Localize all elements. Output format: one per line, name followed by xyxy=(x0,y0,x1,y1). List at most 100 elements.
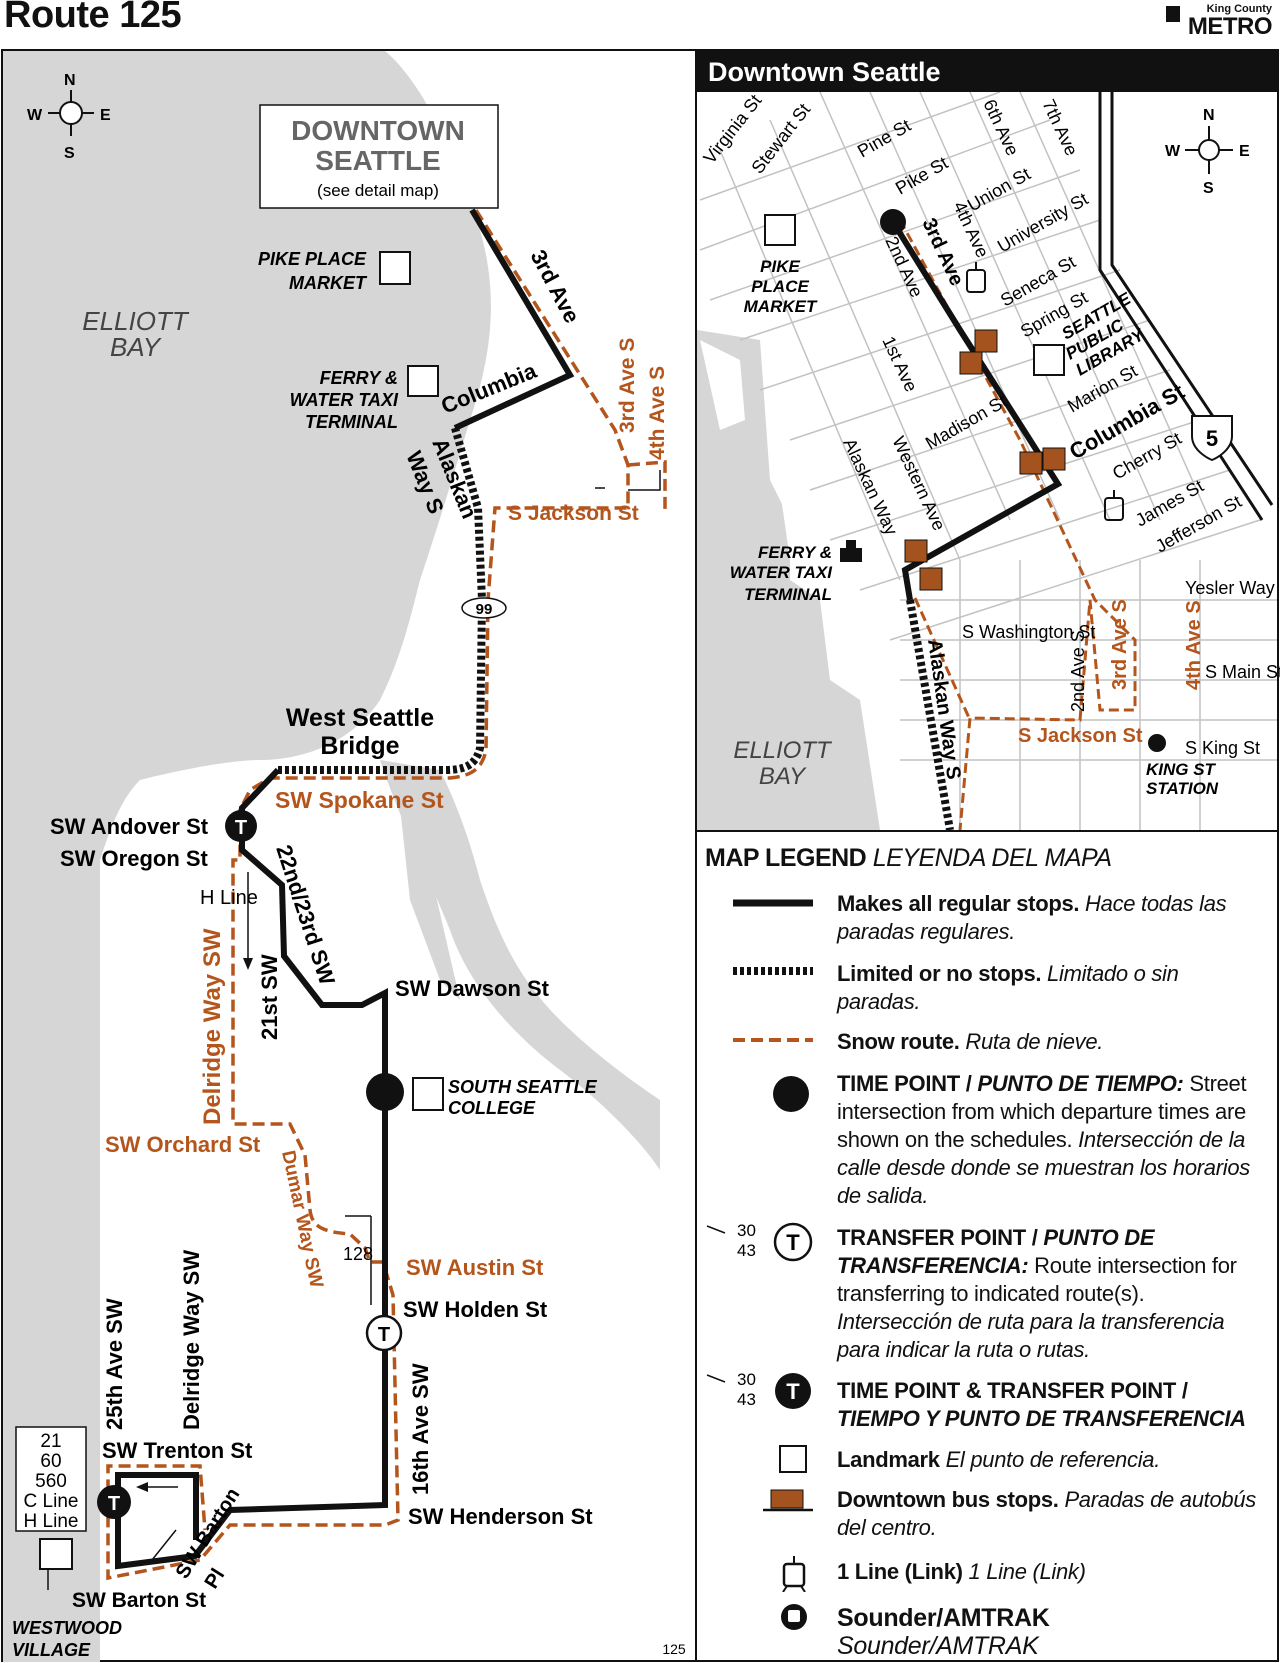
svg-text:W: W xyxy=(27,107,43,124)
svg-text:Yesler Way: Yesler Way xyxy=(1185,578,1275,598)
svg-text:4th Ave S: 4th Ave S xyxy=(1183,600,1205,690)
svg-text:SW Holden St: SW Holden St xyxy=(403,1297,548,1322)
svg-text:43: 43 xyxy=(737,1241,756,1260)
legend-link-rail-icon xyxy=(782,1556,806,1592)
legend-solid-line-icon xyxy=(733,899,813,907)
svg-text:30: 30 xyxy=(737,1221,756,1240)
svg-text:2nd Ave S: 2nd Ave S xyxy=(1068,630,1088,712)
legend-limited-line-icon xyxy=(733,967,813,975)
pike-place-landmark-icon xyxy=(379,251,411,285)
elliott-bay-label-1: ELLIOTT xyxy=(82,306,190,336)
svg-text:T: T xyxy=(235,817,247,839)
svg-text:60: 60 xyxy=(40,1451,61,1472)
svg-text:Madison St: Madison St xyxy=(922,391,1010,453)
legend-transfer-point-icon: 30 43 T xyxy=(706,1221,813,1262)
detail-time-point-icon xyxy=(880,209,906,235)
legend-item-transfer-point: TRANSFER POINT / PUNTO DE TRANSFERENCIA:… xyxy=(837,1225,1237,1362)
svg-text:25th Ave SW: 25th Ave SW xyxy=(102,1298,127,1430)
svg-text:PIKE PLACE: PIKE PLACE xyxy=(258,249,367,269)
svg-text:WESTWOOD: WESTWOOD xyxy=(12,1618,122,1638)
svg-text:FERRY &: FERRY & xyxy=(320,368,398,388)
interstate-5-shield: 5 xyxy=(1206,426,1218,451)
svg-text:FERRY &: FERRY & xyxy=(758,543,832,562)
svg-text:VILLAGE: VILLAGE xyxy=(12,1640,91,1660)
svg-text:43: 43 xyxy=(737,1390,756,1409)
legend-sounder-icon xyxy=(781,1604,807,1630)
svg-text:Delridge Way SW: Delridge Way SW xyxy=(179,1250,204,1430)
svg-text:S Main St: S Main St xyxy=(1205,662,1280,682)
svg-text:H Line: H Line xyxy=(200,887,258,909)
downtown-box-title-1: DOWNTOWN xyxy=(291,115,465,146)
svg-text:4th Ave S: 4th Ave S xyxy=(646,366,669,460)
legend-snow-line-icon xyxy=(733,1038,813,1042)
sounder-icon xyxy=(1148,734,1166,752)
svg-text:SW Barton St: SW Barton St xyxy=(72,1589,206,1612)
svg-text:E: E xyxy=(1239,143,1250,160)
svg-text:SW Austin St: SW Austin St xyxy=(406,1255,544,1280)
legend-item-landmark: Landmark El punto de referencia. xyxy=(837,1447,1161,1472)
crown-logo-icon xyxy=(1165,6,1180,22)
svg-text:ELLIOTT: ELLIOTT xyxy=(733,737,833,764)
legend-heading: MAP LEGEND LEYENDA DEL MAPA xyxy=(705,844,1112,872)
legend-time-transfer-point-icon: 30 43 T xyxy=(706,1370,811,1409)
svg-text:H Line: H Line xyxy=(24,1511,79,1532)
svg-text:S Jackson St: S Jackson St xyxy=(1018,725,1143,747)
svg-text:S King St: S King St xyxy=(1185,738,1260,758)
svg-text:MARKET: MARKET xyxy=(744,297,818,316)
svg-text:MARKET: MARKET xyxy=(289,273,368,293)
detail-snow-route xyxy=(898,219,1137,830)
legend-bus-stop-icon xyxy=(763,1489,813,1512)
svg-text:SW Henderson St: SW Henderson St xyxy=(408,1504,593,1529)
legend-item-bus-stops: Downtown bus stops. Paradas de autobús d… xyxy=(837,1487,1256,1540)
legend-item-time-point: TIME POINT / PUNTO DE TIEMPO: Street int… xyxy=(837,1071,1250,1208)
svg-text:STATION: STATION xyxy=(1146,779,1219,798)
svg-text:21: 21 xyxy=(40,1431,61,1452)
compass-icon: N S E W xyxy=(27,72,111,162)
svg-text:T: T xyxy=(786,1230,800,1255)
highway-99-shield: 99 xyxy=(476,601,493,618)
svg-text:T: T xyxy=(786,1379,800,1404)
legend-item-sounder: Sounder/AMTRAK Sounder/AMTRAK xyxy=(837,1604,1050,1660)
detail-compass-icon: N S E W xyxy=(1165,107,1250,197)
svg-text:16th Ave SW: 16th Ave SW xyxy=(408,1363,433,1495)
map-legend: MAP LEGEND LEYENDA DEL MAPA Makes all re… xyxy=(697,832,1277,1660)
svg-text:SW Oregon St: SW Oregon St xyxy=(60,846,209,871)
college-landmark-icon xyxy=(412,1077,444,1111)
svg-text:TERMINAL: TERMINAL xyxy=(305,412,398,432)
downtown-bus-stops xyxy=(904,329,1066,591)
svg-text:TERMINAL: TERMINAL xyxy=(744,585,832,604)
svg-text:E: E xyxy=(100,107,111,124)
detail-pike-landmark-icon xyxy=(764,214,796,246)
svg-text:560: 560 xyxy=(35,1471,67,1492)
svg-text:128: 128 xyxy=(343,1244,373,1264)
elliott-bay-water xyxy=(3,51,491,1662)
svg-text:SW Trenton St: SW Trenton St xyxy=(102,1438,253,1463)
svg-text:21st SW: 21st SW xyxy=(257,954,282,1040)
detail-regular-route xyxy=(890,220,1063,601)
king-county-metro-logo: King County METRO xyxy=(1165,4,1273,39)
svg-text:WATER TAXI: WATER TAXI xyxy=(730,563,834,582)
route-title: Route 125 xyxy=(4,0,182,36)
route-regular-stops xyxy=(453,208,575,431)
svg-text:N: N xyxy=(1203,107,1215,124)
svg-text:N: N xyxy=(64,72,76,89)
legend-landmark-icon xyxy=(779,1445,807,1473)
legend-item-limited: Limited or no stops. Limitado o sin para… xyxy=(837,961,1179,1014)
svg-text:KING ST: KING ST xyxy=(1146,760,1217,779)
svg-text:3rd Ave S: 3rd Ave S xyxy=(616,338,639,433)
svg-text:30: 30 xyxy=(737,1370,756,1389)
time-point-college-icon xyxy=(366,1073,404,1111)
legend-item-time-transfer-point: TIME POINT & TRANSFER POINT / TIEMPO Y P… xyxy=(837,1378,1246,1431)
transfer-point-holden-icon xyxy=(365,1314,403,1352)
svg-text:W: W xyxy=(1165,143,1181,160)
transfer-point-andover-icon xyxy=(225,810,257,842)
svg-text:PLACE: PLACE xyxy=(751,277,809,296)
svg-text:SW Andover St: SW Andover St xyxy=(50,814,209,839)
link-rail-icon-2 xyxy=(1104,490,1124,521)
westwood-landmark-icon xyxy=(39,1538,73,1570)
legend-item-regular: Makes all regular stops. Hace todas las … xyxy=(837,891,1227,944)
svg-text:S: S xyxy=(1203,180,1214,197)
svg-text:3rd Ave S: 3rd Ave S xyxy=(1109,599,1131,690)
svg-text:S Washington St: S Washington St xyxy=(962,622,1095,642)
